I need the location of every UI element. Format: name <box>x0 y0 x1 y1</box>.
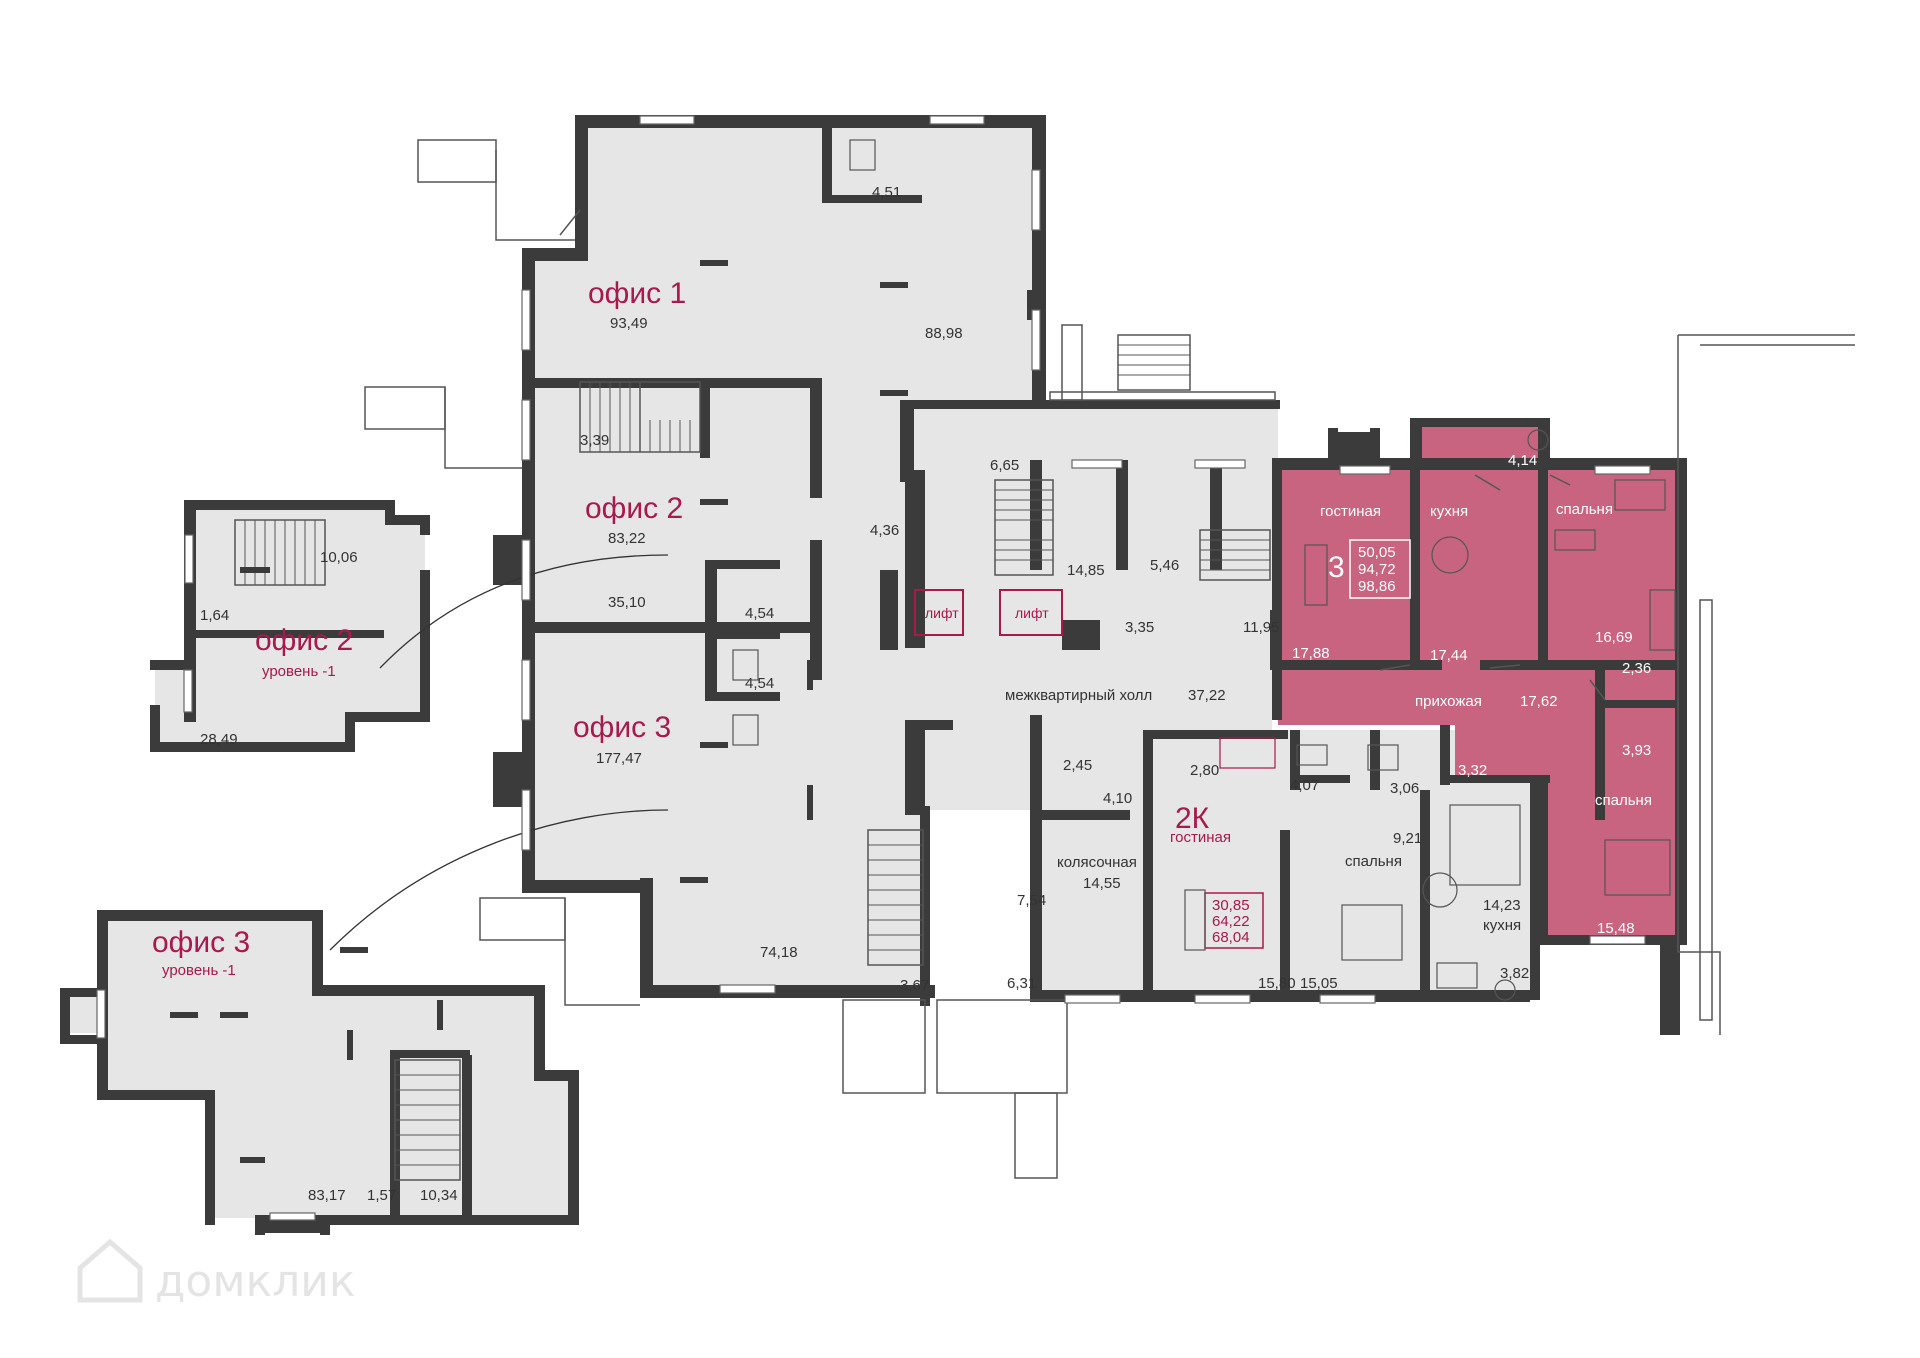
office3-main: 74,18 <box>760 944 798 961</box>
office1-main: 88,98 <box>925 325 963 342</box>
apt2k-living-label: гостиная <box>1170 829 1231 846</box>
office2-total: 83,22 <box>608 530 646 547</box>
office2-main: 35,10 <box>608 594 646 611</box>
apt2k-kitchen-label: кухня <box>1483 917 1521 934</box>
watermark-text: домклик <box>155 1256 355 1307</box>
office2-lower-level: уровень -1 <box>262 663 336 680</box>
office3-lower-level: уровень -1 <box>162 962 236 979</box>
office2-lower-name: офис 2 <box>255 624 353 657</box>
common-g: 2,45 <box>1063 757 1092 774</box>
office2-name: офис 2 <box>585 492 683 525</box>
apt2k-balcony-area: 3,82 <box>1500 965 1529 982</box>
labels: офис 1 93,49 88,98 4,51 офис 2 83,22 35,… <box>152 184 1652 1204</box>
office2-lower-plan <box>155 508 425 745</box>
apt3-bath2-area: 3,93 <box>1622 742 1651 759</box>
windows <box>96 115 1651 1221</box>
office1-wc: 4,51 <box>872 184 901 201</box>
apt3-bedroom1-area: 16,69 <box>1595 629 1633 646</box>
apt3-bedroom1-label: спальня <box>1556 501 1613 518</box>
apt2k-living-area: 15,80 <box>1258 975 1296 992</box>
apt2k-rooms: 2К <box>1175 802 1210 835</box>
office2-lower-small: 1,64 <box>200 607 229 624</box>
stroller-label: колясочная <box>1057 854 1137 871</box>
office3-lower-name: офис 3 <box>152 926 250 959</box>
watermark: домклик <box>77 1238 355 1307</box>
apt3-area-full: 98,86 <box>1358 578 1396 595</box>
apt2k-kitchen-area: 14,23 <box>1483 897 1521 914</box>
doors <box>170 209 1606 1163</box>
office2-wc2: 4,54 <box>745 675 774 692</box>
apt3-hall-label: прихожая <box>1415 693 1482 710</box>
apt3-bath1-area: 2,36 <box>1622 660 1651 677</box>
apt2k-bedroom-area: 15,05 <box>1300 975 1338 992</box>
apt3-kitchen-label: кухня <box>1430 503 1468 520</box>
exterior-outlines <box>364 139 1855 1179</box>
apt2k-bedroom-label: спальня <box>1345 853 1402 870</box>
apt2k-corridor-area: 9,21 <box>1393 830 1422 847</box>
apt3-kitchen-area: 17,44 <box>1430 647 1468 664</box>
apt3-hall-area: 17,62 <box>1520 693 1558 710</box>
apt3-living-label: гостиная <box>1320 503 1381 520</box>
office2-stair: 3,39 <box>580 432 609 449</box>
hall-area: 37,22 <box>1188 687 1226 704</box>
stair-steps <box>244 344 1270 1166</box>
apt2k-area-full: 68,04 <box>1212 929 1250 946</box>
main-building <box>530 123 1678 1000</box>
office3-lower-stair: 10,34 <box>420 1187 458 1204</box>
office3-lower-small: 1,57 <box>367 1187 396 1204</box>
apt2k-closet-area: 2,80 <box>1190 762 1219 779</box>
office1-name: офис 1 <box>588 277 686 310</box>
apt3-bedroom2-area: 15,48 <box>1597 920 1635 937</box>
office3-lower-main: 83,17 <box>308 1187 346 1204</box>
office3-name: офис 3 <box>573 711 671 744</box>
office2-lower-stair: 10,06 <box>320 549 358 566</box>
office2-wc1: 4,54 <box>745 605 774 622</box>
office1-total: 93,49 <box>610 315 648 332</box>
lifts <box>914 589 1063 636</box>
common-j: 6,31 <box>1007 975 1036 992</box>
common-i: 7,54 <box>1017 892 1046 909</box>
apt2k-area-living: 30,85 <box>1212 897 1250 914</box>
staircases <box>234 324 1271 1181</box>
hall-label: межквартирный холл <box>1005 687 1152 704</box>
furniture <box>732 139 1676 1001</box>
office3-stair: 3,67 <box>900 977 929 994</box>
apt2k-wc-area: 3,06 <box>1390 780 1419 797</box>
lift-1-label: лифт <box>925 605 959 621</box>
common-c: 14,85 <box>1067 562 1105 579</box>
common-e: 3,35 <box>1125 619 1154 636</box>
apt3-rooms: 3 <box>1328 551 1345 584</box>
apt3-bedroom2-label: спальня <box>1595 792 1652 809</box>
office2-lower-main: 28,49 <box>200 731 238 748</box>
common-h: 4,10 <box>1103 790 1132 807</box>
common-f: 11,95 <box>1243 619 1279 636</box>
apt3-area-living: 50,05 <box>1358 544 1396 561</box>
common-b: 6,65 <box>990 457 1019 474</box>
apt3-balcony-area: 4,14 <box>1508 452 1537 469</box>
apt2k-bath-area: 4,07 <box>1290 777 1319 794</box>
apt3-area-total: 94,72 <box>1358 561 1396 578</box>
office3-total: 177,47 <box>596 750 642 767</box>
apt3-closet-area: 3,32 <box>1458 762 1487 779</box>
common-d: 5,46 <box>1150 557 1179 574</box>
apt3-living-area: 17,88 <box>1292 645 1330 662</box>
lift-2-label: лифт <box>1015 605 1049 621</box>
common-a: 4,36 <box>870 522 899 539</box>
stroller-area: 14,55 <box>1083 875 1121 892</box>
apt2k-area-total: 64,22 <box>1212 913 1250 930</box>
